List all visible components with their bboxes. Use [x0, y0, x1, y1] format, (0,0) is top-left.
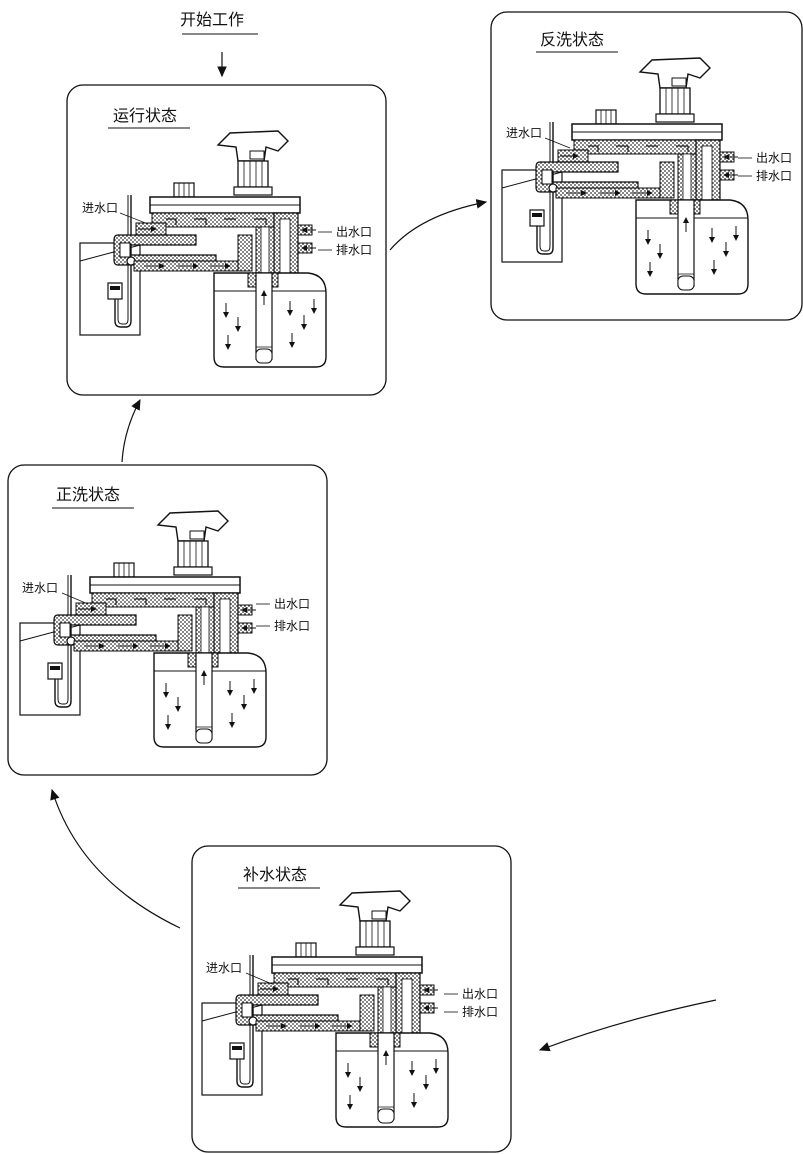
- panel-refill-drain-label: 排水口: [462, 1005, 498, 1019]
- panel-backwash-drain-label: 排水口: [756, 169, 792, 183]
- panel-refill-outlet-label: 出水口: [462, 987, 498, 1001]
- panel-backwash: 反洗状态 进水口 出水口 排水口: [491, 12, 802, 320]
- panel-run-drain-label: 排水口: [336, 243, 372, 257]
- panel-rinse: 正洗状态 进水口 出水口 排水口: [8, 465, 327, 775]
- panel-run-outlet-label: 出水口: [336, 225, 372, 239]
- panel-run-title: 运行状态: [113, 106, 177, 125]
- panel-rinse-title: 正洗状态: [56, 485, 120, 504]
- panel-rinse-outlet-label: 出水口: [274, 597, 310, 611]
- arrow-run-to-backwash: [390, 202, 486, 250]
- panel-refill: 补水状态 进水口 出水口 排水口: [192, 846, 511, 1152]
- arrow-rinse-to-run: [122, 400, 140, 462]
- panel-run: 运行状态 进水口 出水口 排水口: [67, 85, 386, 395]
- panel-refill-title: 补水状态: [243, 865, 307, 884]
- panel-rinse-drain-label: 排水口: [274, 619, 310, 633]
- panel-backwash-title: 反洗状态: [540, 30, 604, 49]
- arrow-refill-to-rinse: [52, 790, 180, 928]
- panel-backwash-inlet-label: 进水口: [506, 126, 542, 140]
- arrow-to-refill: [540, 1000, 716, 1050]
- panel-refill-inlet-label: 进水口: [206, 961, 242, 975]
- panel-run-inlet-label: 进水口: [82, 201, 118, 215]
- panel-rinse-inlet-label: 进水口: [22, 581, 58, 595]
- start-label: 开始工作: [180, 10, 244, 29]
- panel-backwash-outlet-label: 出水口: [756, 151, 792, 165]
